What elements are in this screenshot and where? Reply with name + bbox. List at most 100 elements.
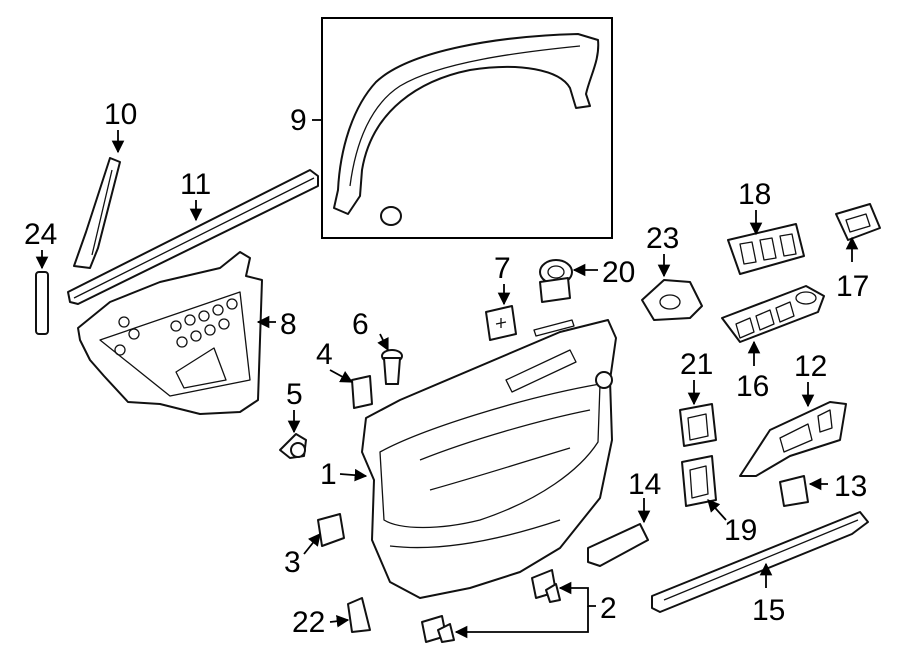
callout-14: 14 [628, 468, 661, 501]
switch19-body [681, 455, 717, 507]
bezel16-handle [795, 291, 817, 305]
part-8-insulator[interactable] [77, 251, 263, 415]
pullcup-slot [817, 409, 833, 433]
insulator-panel [99, 291, 251, 397]
bezel-hole [659, 294, 681, 310]
pullcup-body [739, 401, 847, 477]
part-4-clip[interactable] [351, 375, 373, 409]
part-1-door-panel[interactable] [361, 319, 617, 599]
insulator-pattern [114, 298, 238, 356]
callout-22: 22 [292, 606, 325, 639]
leader-1 [339, 468, 368, 482]
part-11-weatherstrip[interactable] [67, 169, 319, 305]
door-panel-knob [595, 371, 613, 389]
callout-15: 15 [752, 594, 785, 627]
leader-lines [35, 119, 859, 639]
door-panel-body [361, 319, 617, 599]
leader-19 [707, 499, 727, 521]
part-7-switch[interactable] [485, 305, 517, 341]
bezel16-slots [735, 301, 795, 339]
trim-line-1 [419, 409, 591, 461]
part-20-sensor[interactable] [539, 259, 573, 303]
part-15-lower-trim[interactable] [651, 511, 869, 613]
pillar-trim [333, 33, 600, 215]
part-22-clip[interactable] [347, 597, 371, 633]
part-14-pad[interactable] [587, 523, 649, 567]
part-3-clip[interactable] [317, 513, 345, 547]
callout-21: 21 [680, 348, 713, 381]
part-9-inset[interactable] [321, 17, 613, 239]
part-21-switch[interactable] [679, 403, 717, 447]
strip-edge [91, 169, 113, 256]
callout-7: 7 [494, 252, 511, 285]
inset-frame [321, 17, 613, 239]
switch21-face [687, 413, 709, 441]
switch18-buttons [739, 233, 797, 265]
lower-trim-body [651, 511, 869, 613]
callout-6: 6 [352, 308, 369, 341]
pillar-trim-edge [349, 45, 581, 187]
pullcup-recess [779, 423, 813, 453]
part-12-pull-cup[interactable] [739, 401, 847, 477]
callout-3: 3 [284, 546, 301, 579]
sensor-lens [547, 265, 565, 279]
callout-8: 8 [280, 308, 297, 341]
part-2-screw-b[interactable] [421, 615, 455, 643]
switch21-body [679, 403, 717, 447]
pin-cap [290, 442, 306, 458]
callout-5: 5 [286, 378, 303, 411]
part-16-bezel[interactable] [721, 285, 825, 343]
insulator-pocket [175, 347, 227, 389]
leader-4 [329, 369, 354, 383]
part-17-switch[interactable] [835, 203, 881, 241]
bezel16-body [721, 285, 825, 343]
trim-clip [380, 206, 402, 226]
leader-2b [454, 606, 589, 639]
speaker-slot [533, 319, 575, 337]
armrest-area [379, 383, 601, 529]
sensor-base [539, 277, 571, 303]
callout-2: 2 [600, 592, 617, 625]
part-23-bezel[interactable] [641, 279, 703, 321]
part-10-strip[interactable] [73, 157, 121, 269]
switch17-body [835, 203, 881, 241]
part-13-cover[interactable] [779, 475, 809, 507]
callout-23: 23 [646, 222, 679, 255]
callout-17: 17 [836, 270, 869, 303]
callout-19: 19 [724, 514, 757, 547]
switch17-button [845, 213, 871, 233]
door-handle-recess [505, 349, 577, 393]
callout-4: 4 [316, 338, 333, 371]
callout-20: 20 [602, 256, 635, 289]
callout-10: 10 [104, 98, 137, 131]
part-2-screw-a[interactable] [531, 569, 561, 603]
leader-22 [329, 614, 350, 628]
lower-trim-edge [663, 519, 859, 601]
callout-13: 13 [834, 470, 867, 503]
screw-b-shank [437, 623, 455, 643]
leader-3 [303, 533, 321, 555]
part-24-strip[interactable] [35, 271, 49, 335]
switch19-face [689, 465, 709, 499]
bezel-body [641, 279, 703, 321]
callout-11: 11 [180, 168, 211, 201]
map-pocket [389, 519, 561, 549]
callout-18: 18 [738, 178, 771, 211]
weatherstrip-edge [73, 177, 315, 299]
insulator-body [77, 251, 263, 415]
part-18-switch[interactable] [727, 223, 805, 275]
part-6-plug[interactable] [381, 349, 403, 385]
leader-2a [558, 581, 596, 607]
part-5-pin[interactable] [279, 433, 307, 459]
trim-line-2 [429, 447, 571, 491]
callout-labels: 10 11 24 9 8 7 20 23 18 17 16 21 12 13 1… [24, 98, 869, 639]
screw-a-shank [545, 583, 561, 603]
part-19-switch[interactable] [681, 455, 717, 507]
callout-9: 9 [290, 104, 307, 137]
plug-body [383, 357, 401, 385]
callout-12: 12 [794, 350, 827, 383]
callout-24: 24 [24, 218, 57, 251]
callout-16: 16 [736, 370, 769, 403]
